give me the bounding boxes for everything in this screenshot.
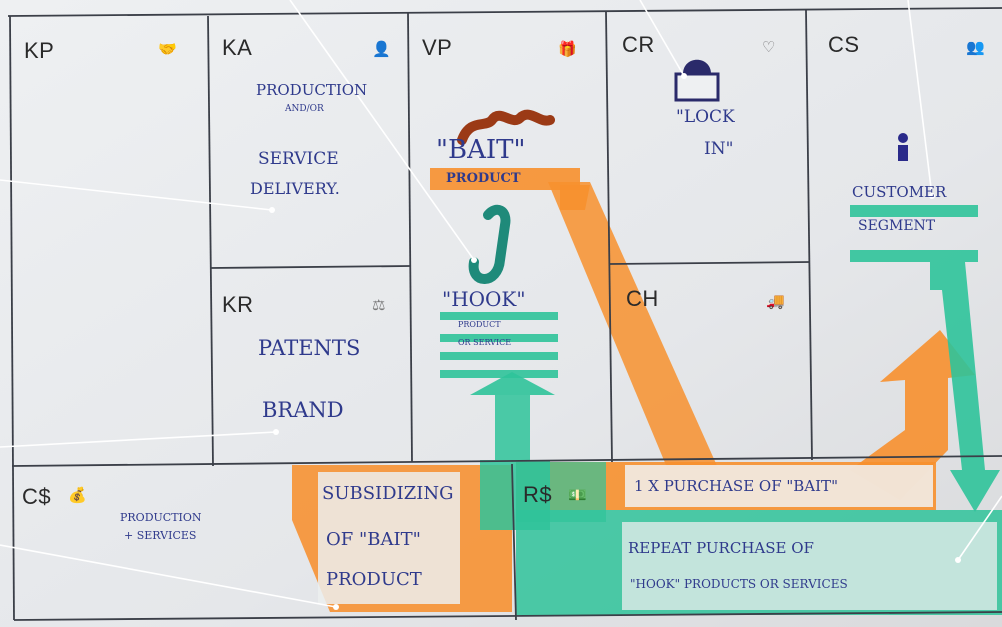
customer-body (898, 145, 908, 161)
kp-code: KP (24, 38, 54, 64)
money-icon: 💰 (68, 486, 87, 504)
cost-code: C$ (22, 484, 51, 510)
ka-line-delivery: Delivery. (250, 180, 340, 198)
cs-line-segment: Segment (858, 218, 935, 234)
kr-code: KR (222, 292, 254, 318)
people-icon: 👥 (966, 38, 985, 56)
handshake-icon: 🤝 (158, 40, 177, 58)
cost-line-services: + Services (124, 530, 196, 543)
scale-icon: ⚖ (372, 296, 385, 314)
teal-hook-bar1 (440, 312, 558, 320)
teal-customer-underline1 (850, 205, 978, 217)
vp-code: VP (422, 35, 452, 61)
cs-code: CS (828, 32, 860, 58)
cost-line-of-bait: of "Bait" (326, 530, 421, 551)
teal-hook-bar4 (440, 370, 558, 378)
cs-line-customer: Customer (852, 184, 946, 201)
heart-icon: ♡ (762, 38, 775, 56)
rev-line-repeat: Repeat Purchase of (628, 540, 814, 557)
ka-line-production: Production (256, 82, 367, 99)
cr-line1: "Lock (676, 108, 735, 128)
vp-bait: "Bait" (436, 136, 525, 166)
ka-line-andor: and/or (285, 104, 324, 114)
ka-line-service: Service (258, 150, 339, 170)
gift-icon: 🎁 (558, 40, 577, 58)
cost-line-production: Production (120, 512, 202, 525)
teal-customer-underline2 (850, 250, 978, 262)
ch-code: CH (626, 286, 659, 312)
kr-line-patents: Patents (258, 336, 360, 360)
person-icon: 👤 (372, 40, 391, 58)
vp-hook: "Hook" (442, 288, 526, 311)
revenue-hook-box (622, 522, 997, 610)
money-bag-icon: 💵 (568, 486, 587, 504)
vp-bait-sub: Product (446, 172, 521, 187)
cost-line-subsidizing: Subsidizing (322, 484, 453, 505)
revenue-code: R$ (523, 482, 552, 508)
cost-line-product: Product (326, 570, 422, 591)
vp-hook-sub2: or Service (458, 338, 511, 347)
cr-line2: in" (704, 140, 733, 160)
cr-code: CR (622, 32, 655, 58)
customer-head (898, 133, 908, 143)
kr-line-brand: Brand (262, 398, 344, 422)
vp-hook-sub1: Product (458, 320, 501, 329)
rev-line-bait-purchase: 1 x Purchase of "Bait" (634, 478, 838, 495)
truck-icon: 🚚 (766, 292, 785, 310)
ka-code: KA (222, 35, 252, 61)
teal-hook-bar3 (440, 352, 558, 360)
rev-line-hook-products: "Hook" Products or Services (630, 578, 848, 592)
